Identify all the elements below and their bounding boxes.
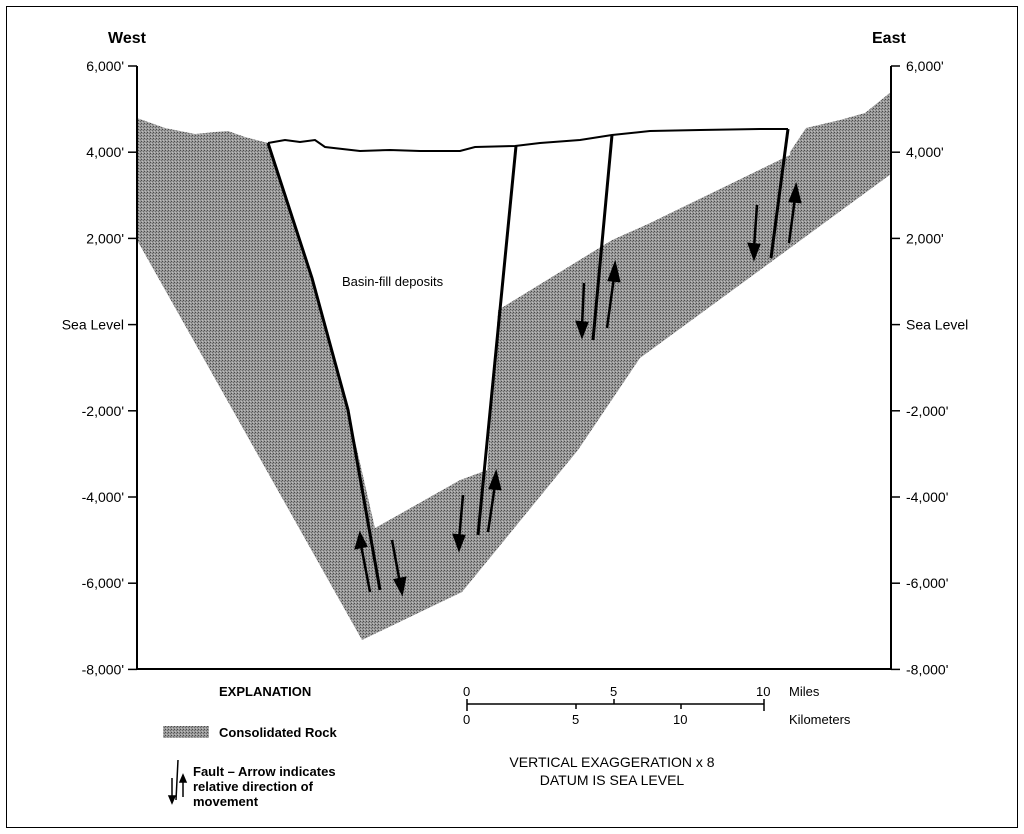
fault-legend-line3: movement bbox=[193, 794, 259, 809]
rock-swatch bbox=[163, 726, 209, 738]
scale-miles-tick-0: 0 bbox=[463, 684, 470, 699]
fault-legend-icon bbox=[167, 759, 188, 805]
scale-miles-label: Miles bbox=[789, 684, 820, 699]
basin-fill-label: Basin-fill deposits bbox=[342, 274, 444, 289]
left-axis-ticks: 6,000' 4,000' 2,000' Sea Level -2,000' -4,000… bbox=[62, 58, 137, 677]
left-tick-label: -6,000' bbox=[82, 575, 124, 591]
scale-miles-tick-10: 10 bbox=[756, 684, 770, 699]
consolidated-rock-west bbox=[137, 92, 891, 640]
left-tick-label: 2,000' bbox=[86, 230, 124, 246]
right-tick-label: 2,000' bbox=[906, 230, 944, 246]
rock-legend-label: Consolidated Rock bbox=[219, 725, 338, 740]
fault-arrows-east-1 bbox=[575, 259, 621, 340]
right-tick-label: 4,000' bbox=[906, 144, 944, 160]
scale-km-tick-10: 10 bbox=[673, 712, 687, 727]
right-axis-ticks: 6,000' 4,000' 2,000' Sea Level -2,000' -4,000… bbox=[891, 58, 968, 677]
scale-km-tick-0: 0 bbox=[463, 712, 470, 727]
vertical-exaggeration-note: VERTICAL EXAGGERATION x 8 bbox=[509, 754, 714, 770]
fault-line-west bbox=[266, 142, 382, 591]
east-label: East bbox=[872, 30, 906, 47]
left-tick-label: -4,000' bbox=[82, 489, 124, 505]
fault-line-east-1 bbox=[591, 134, 614, 341]
basin-fill-area bbox=[268, 129, 790, 528]
right-tick-label: Sea Level bbox=[906, 317, 968, 333]
fault-legend-line1: Fault – Arrow indicates bbox=[193, 764, 336, 779]
right-tick-label: -6,000' bbox=[906, 575, 948, 591]
fault-arrows-east-2 bbox=[747, 181, 802, 262]
right-tick-label: 6,000' bbox=[906, 58, 944, 74]
explanation-title: EXPLANATION bbox=[219, 684, 311, 699]
right-tick-label: -4,000' bbox=[906, 489, 948, 505]
datum-note: DATUM IS SEA LEVEL bbox=[540, 772, 685, 788]
fault-legend-line2: relative direction of bbox=[193, 779, 314, 794]
scale-miles-tick-5: 5 bbox=[610, 684, 617, 699]
left-tick-label: -8,000' bbox=[82, 661, 124, 677]
left-tick-label: 4,000' bbox=[86, 144, 124, 160]
west-label: West bbox=[108, 30, 147, 47]
left-tick-label: 6,000' bbox=[86, 58, 124, 74]
right-tick-label: -8,000' bbox=[906, 661, 948, 677]
left-tick-label: Sea Level bbox=[62, 317, 124, 333]
scale-km-label: Kilometers bbox=[789, 712, 851, 727]
fault-line-center bbox=[476, 145, 518, 536]
fault-arrows-center bbox=[452, 468, 502, 553]
fault-arrows-west bbox=[354, 530, 407, 597]
land-surface-line bbox=[267, 128, 788, 153]
scale-bar bbox=[466, 699, 765, 711]
left-tick-label: -2,000' bbox=[82, 403, 124, 419]
right-tick-label: -2,000' bbox=[906, 403, 948, 419]
fault-line-east-2 bbox=[769, 128, 790, 259]
scale-km-tick-5: 5 bbox=[572, 712, 579, 727]
